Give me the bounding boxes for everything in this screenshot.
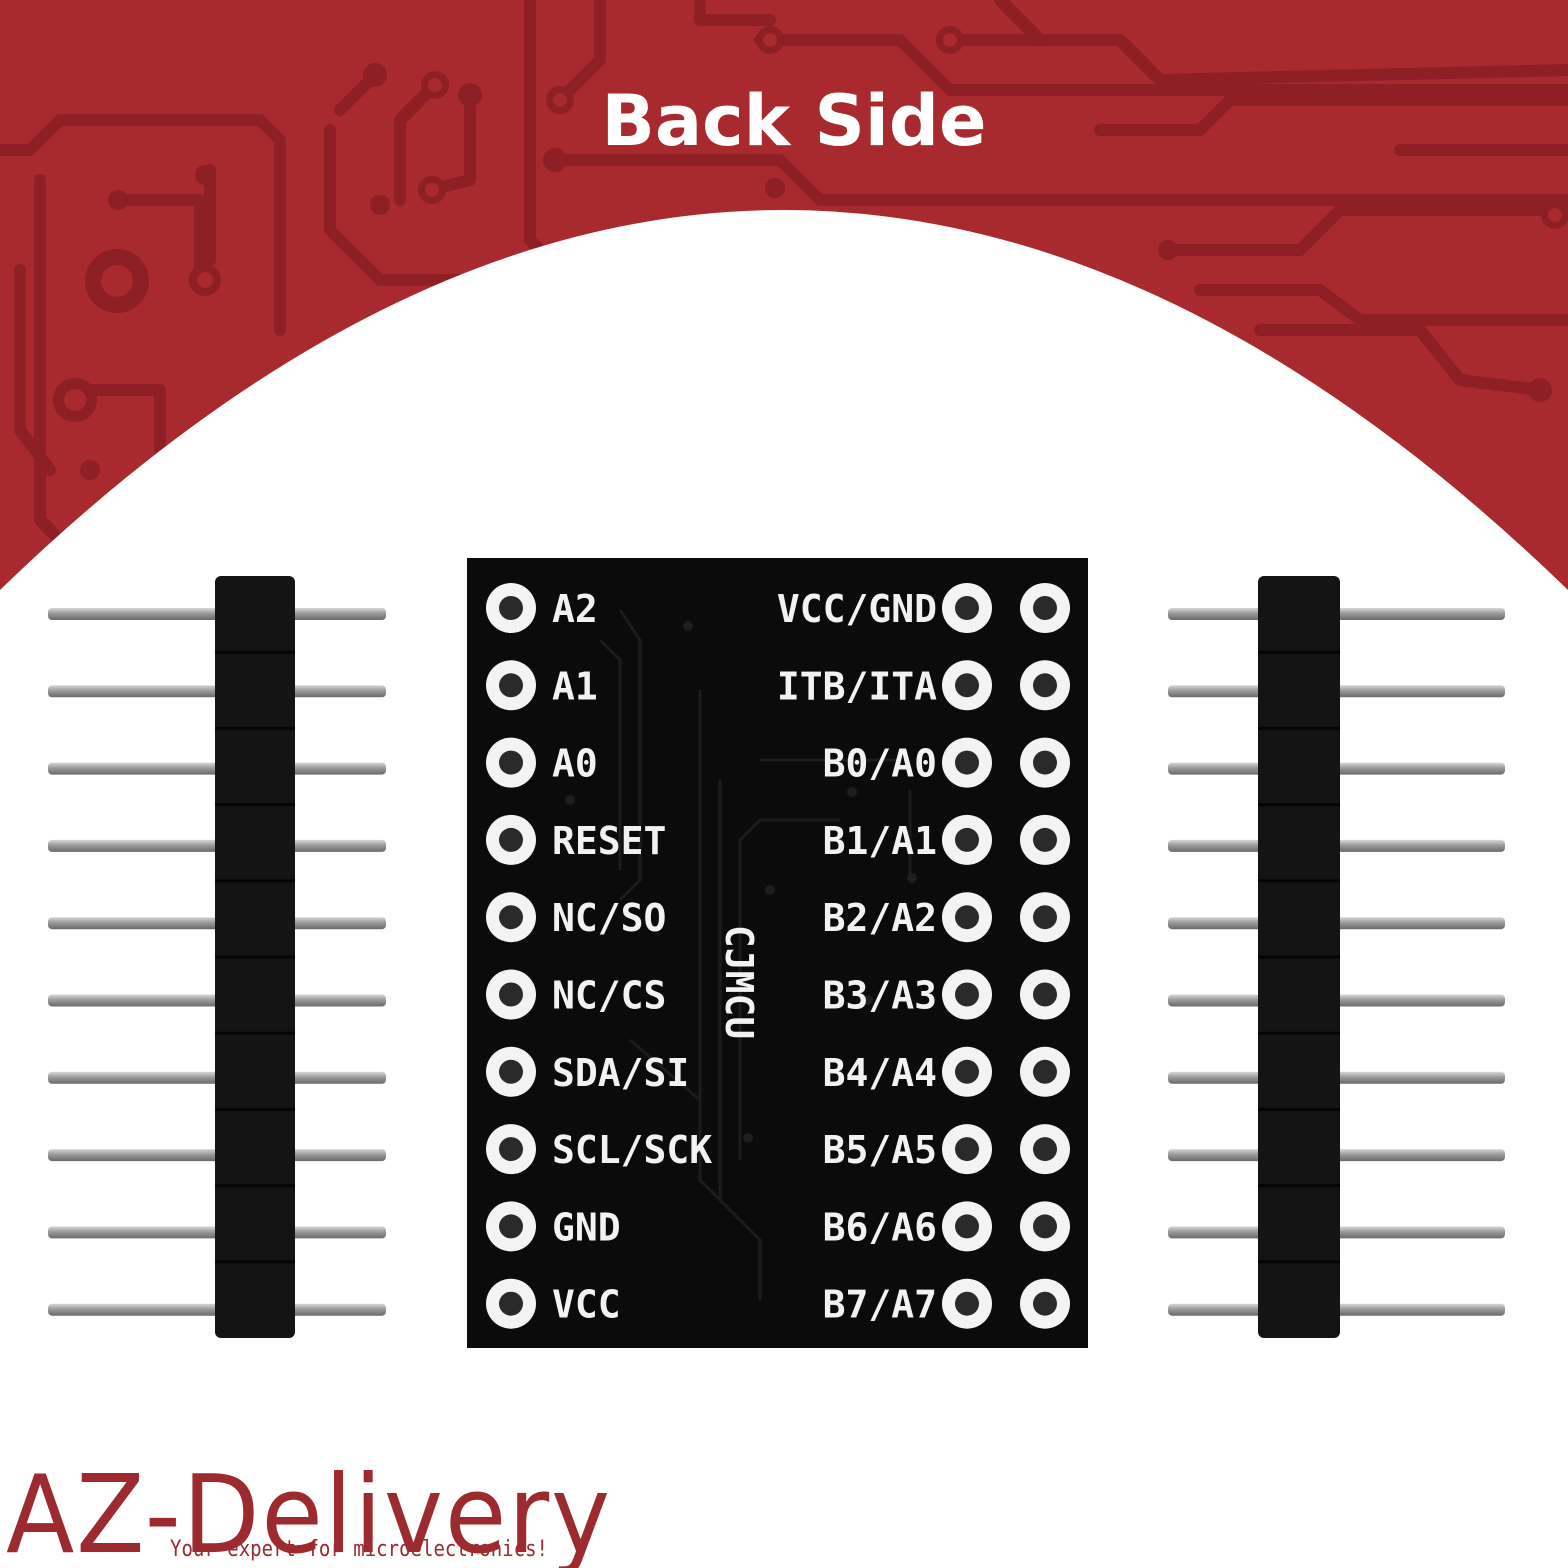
pads-middle-column — [942, 583, 992, 1329]
page-title: Back Side — [602, 80, 987, 162]
label-right-6: B4/A4 — [823, 1051, 937, 1095]
label-left-9: VCC — [552, 1283, 621, 1327]
label-left-0: A2 — [552, 587, 598, 631]
silkscreen-cjmcu: CJMCU — [717, 925, 761, 1039]
pad-right-0 — [1020, 583, 1070, 633]
pad-middle-7 — [942, 1124, 992, 1175]
label-right-0: VCC/GND — [777, 587, 937, 631]
pads-right-column — [1020, 583, 1070, 1329]
label-left-5: NC/CS — [552, 974, 666, 1018]
pad-left-4 — [486, 892, 536, 943]
pad-left-3 — [486, 814, 536, 865]
label-right-8: B6/A6 — [823, 1205, 937, 1249]
pad-right-4 — [1020, 892, 1070, 943]
pad-right-9 — [1020, 1278, 1070, 1329]
logo-tagline: Your expert for microelectronics! — [170, 1537, 548, 1562]
label-left-1: A1 — [552, 664, 598, 708]
label-left-6: SDA/SI — [552, 1051, 689, 1095]
pad-middle-8 — [942, 1201, 992, 1252]
pad-left-0 — [486, 583, 536, 633]
label-right-5: B3/A3 — [823, 974, 937, 1018]
pads-left-column — [486, 583, 536, 1329]
label-right-4: B2/A2 — [823, 896, 937, 940]
brand-logo: AZ-Delivery Your expert for microelectro… — [6, 1453, 612, 1568]
labels-right-column: VCC/GND ITB/ITA B0/A0B1/A1B2/A2B3/A3B4/A4B… — [777, 587, 937, 1327]
label-left-8: GND — [552, 1205, 621, 1249]
pad-left-1 — [486, 660, 536, 711]
pad-left-7 — [486, 1124, 536, 1175]
pad-right-6 — [1020, 1046, 1070, 1097]
label-right-1: ITB/ITA — [777, 664, 937, 708]
pad-left-2 — [486, 737, 536, 788]
pad-left-6 — [486, 1046, 536, 1097]
pin-header-right — [1168, 576, 1505, 1338]
pad-right-8 — [1020, 1201, 1070, 1252]
label-left-4: NC/SO — [552, 896, 666, 940]
pad-middle-6 — [942, 1046, 992, 1097]
label-left-7: SCL/SCK — [552, 1128, 712, 1172]
pad-middle-9 — [942, 1278, 992, 1329]
pad-left-9 — [486, 1278, 536, 1329]
pad-right-3 — [1020, 814, 1070, 865]
label-right-9: B7/A7 — [823, 1283, 937, 1327]
pad-left-8 — [486, 1201, 536, 1252]
pad-left-5 — [486, 969, 536, 1020]
pad-middle-5 — [942, 969, 992, 1020]
label-left-3: RESET — [552, 819, 666, 863]
pad-right-7 — [1020, 1124, 1070, 1175]
pad-middle-2 — [942, 737, 992, 788]
pad-middle-3 — [942, 814, 992, 865]
logo-wordmark: AZ-Delivery — [6, 1453, 612, 1568]
pad-middle-0 — [942, 583, 992, 633]
label-left-2: A0 — [552, 742, 598, 786]
label-right-2: B0/A0 — [823, 742, 937, 786]
pin-header-left — [48, 576, 386, 1338]
label-right-7: B5/A5 — [823, 1128, 937, 1172]
pad-middle-1 — [942, 660, 992, 711]
pad-right-5 — [1020, 969, 1070, 1020]
label-right-3: B1/A1 — [823, 819, 937, 863]
pad-right-1 — [1020, 660, 1070, 711]
pad-middle-4 — [942, 892, 992, 943]
pad-right-2 — [1020, 737, 1070, 788]
